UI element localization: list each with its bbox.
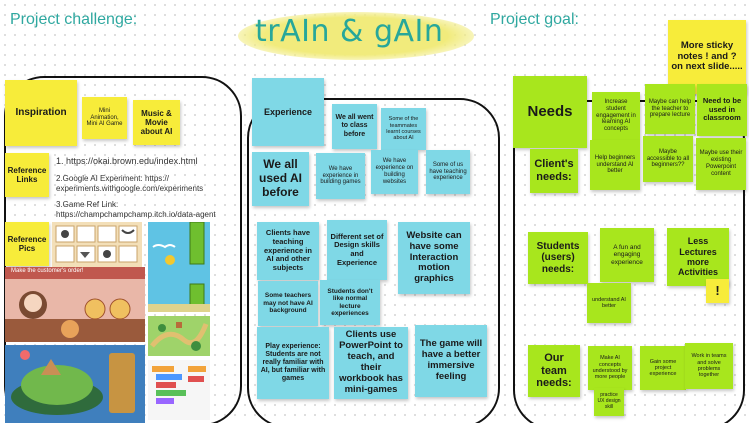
exp-note-used-ai[interactable]: We all used AI before <box>252 152 309 206</box>
experience-label-note[interactable]: Experience <box>252 78 324 146</box>
project-challenge-heading: Project challenge: <box>10 11 138 28</box>
exp-note-play-experience[interactable]: Play experience: Students are not really… <box>257 327 329 399</box>
exp-note-interaction-graphics[interactable]: Website can have some Interaction motion… <box>398 222 470 294</box>
exp-note-powerpoint[interactable]: Clients use PowerPoint to teach, and the… <box>334 327 408 399</box>
goal-note-help-beginners[interactable]: Help beginners understand AI better <box>590 140 640 190</box>
link-google-ai-experiments[interactable]: 2.Google AI Experiment: https:// experim… <box>56 174 204 194</box>
goal-note-classroom[interactable]: Need to be used in classroom <box>697 84 747 136</box>
more-sticky-notes-note[interactable]: More sticky notes ! and ? on next slide.… <box>668 20 746 94</box>
reference-pics-note[interactable]: Reference Pics <box>5 222 49 266</box>
goal-note-student-engagement[interactable]: Increase student engagement in learning … <box>592 92 640 140</box>
goal-note-less-lectures[interactable]: Less Lectures more Activities <box>667 228 729 286</box>
exp-note-dislike-lectures[interactable]: Students don't like normal lecture exper… <box>320 280 380 325</box>
project-goal-heading: Project goal: <box>490 11 579 28</box>
exp-note-teaching-experience[interactable]: Some of us have teaching experience <box>426 150 470 194</box>
reference-links-list: 1. https://okai.brown.edu/index.html 2.G… <box>56 156 236 226</box>
goal-note-project-experience[interactable]: Gain some project experience <box>640 346 686 390</box>
mini-animation-note[interactable]: Mini Animation, Mini AI Game <box>82 97 127 139</box>
team-needs-label[interactable]: Our team needs: <box>528 345 580 397</box>
link-data-agent-game[interactable]: 3.Game Ref Link: https://champchampchamp… <box>56 200 216 220</box>
experience-frame <box>247 98 500 423</box>
music-movie-note[interactable]: Music & Movie about AI <box>133 100 180 145</box>
reference-links-note[interactable]: Reference Links <box>5 153 49 197</box>
reference-pic-tile-game[interactable] <box>52 222 142 267</box>
goal-note-help-teacher[interactable]: Maybe can help the teacher to prepare le… <box>645 84 695 134</box>
exp-note-immersive[interactable]: The game will have a better immersive fe… <box>415 325 487 397</box>
title-highlight <box>238 12 474 60</box>
reference-pic-island-game[interactable] <box>5 345 145 423</box>
goal-note-accessible[interactable]: Maybe accessible to all beginners?? <box>643 136 693 182</box>
goal-note-ai-concepts[interactable]: Make AI concepts understood by more peop… <box>588 346 632 390</box>
exp-note-design-skills[interactable]: Different set of Design skills and Exper… <box>327 220 387 280</box>
exp-note-building-websites[interactable]: We have experience on building websites <box>371 150 418 194</box>
link-okai[interactable]: 1. https://okai.brown.edu/index.html <box>56 156 198 166</box>
exp-note-building-games[interactable]: We have experience in building games <box>316 153 365 199</box>
exp-note-went-to-class[interactable]: We all went to class before <box>332 104 377 149</box>
clients-needs-label[interactable]: Client's needs: <box>530 149 578 193</box>
goal-note-teamwork[interactable]: Work in teams and solve problems togethe… <box>685 343 733 389</box>
exclamation-note[interactable]: ! <box>706 279 729 303</box>
exp-note-clients-teaching[interactable]: Clients have teaching experience in AI a… <box>257 222 319 280</box>
inspiration-note[interactable]: Inspiration <box>5 80 77 146</box>
reference-pic-map-game[interactable] <box>148 316 210 356</box>
reference-pic-block-coding[interactable] <box>148 360 210 420</box>
goal-note-ux-skill[interactable]: practice UX design skill <box>594 388 624 416</box>
reference-pic-flappy-bird[interactable] <box>148 222 210 312</box>
pic-caption: Make the customer's order! <box>11 268 84 274</box>
reference-pic-cooking-game[interactable]: Make the customer's order! <box>5 267 145 342</box>
exp-note-no-ai-background[interactable]: Some teachers may not have AI background <box>258 281 318 326</box>
board-title: trAIn & gAIn <box>255 14 444 49</box>
exp-note-learnt-ai-courses[interactable]: Some of the teammates learnt courses abo… <box>381 108 426 150</box>
goal-note-understand-ai[interactable]: understand AI better <box>587 283 631 323</box>
needs-label-note[interactable]: Needs <box>513 76 587 148</box>
goal-note-fun-engaging[interactable]: A fun and engaging experience <box>600 228 654 282</box>
students-needs-label[interactable]: Students (users) needs: <box>528 232 588 284</box>
goal-note-existing-powerpoint[interactable]: Maybe use their existing Powerpoint cont… <box>696 138 746 190</box>
